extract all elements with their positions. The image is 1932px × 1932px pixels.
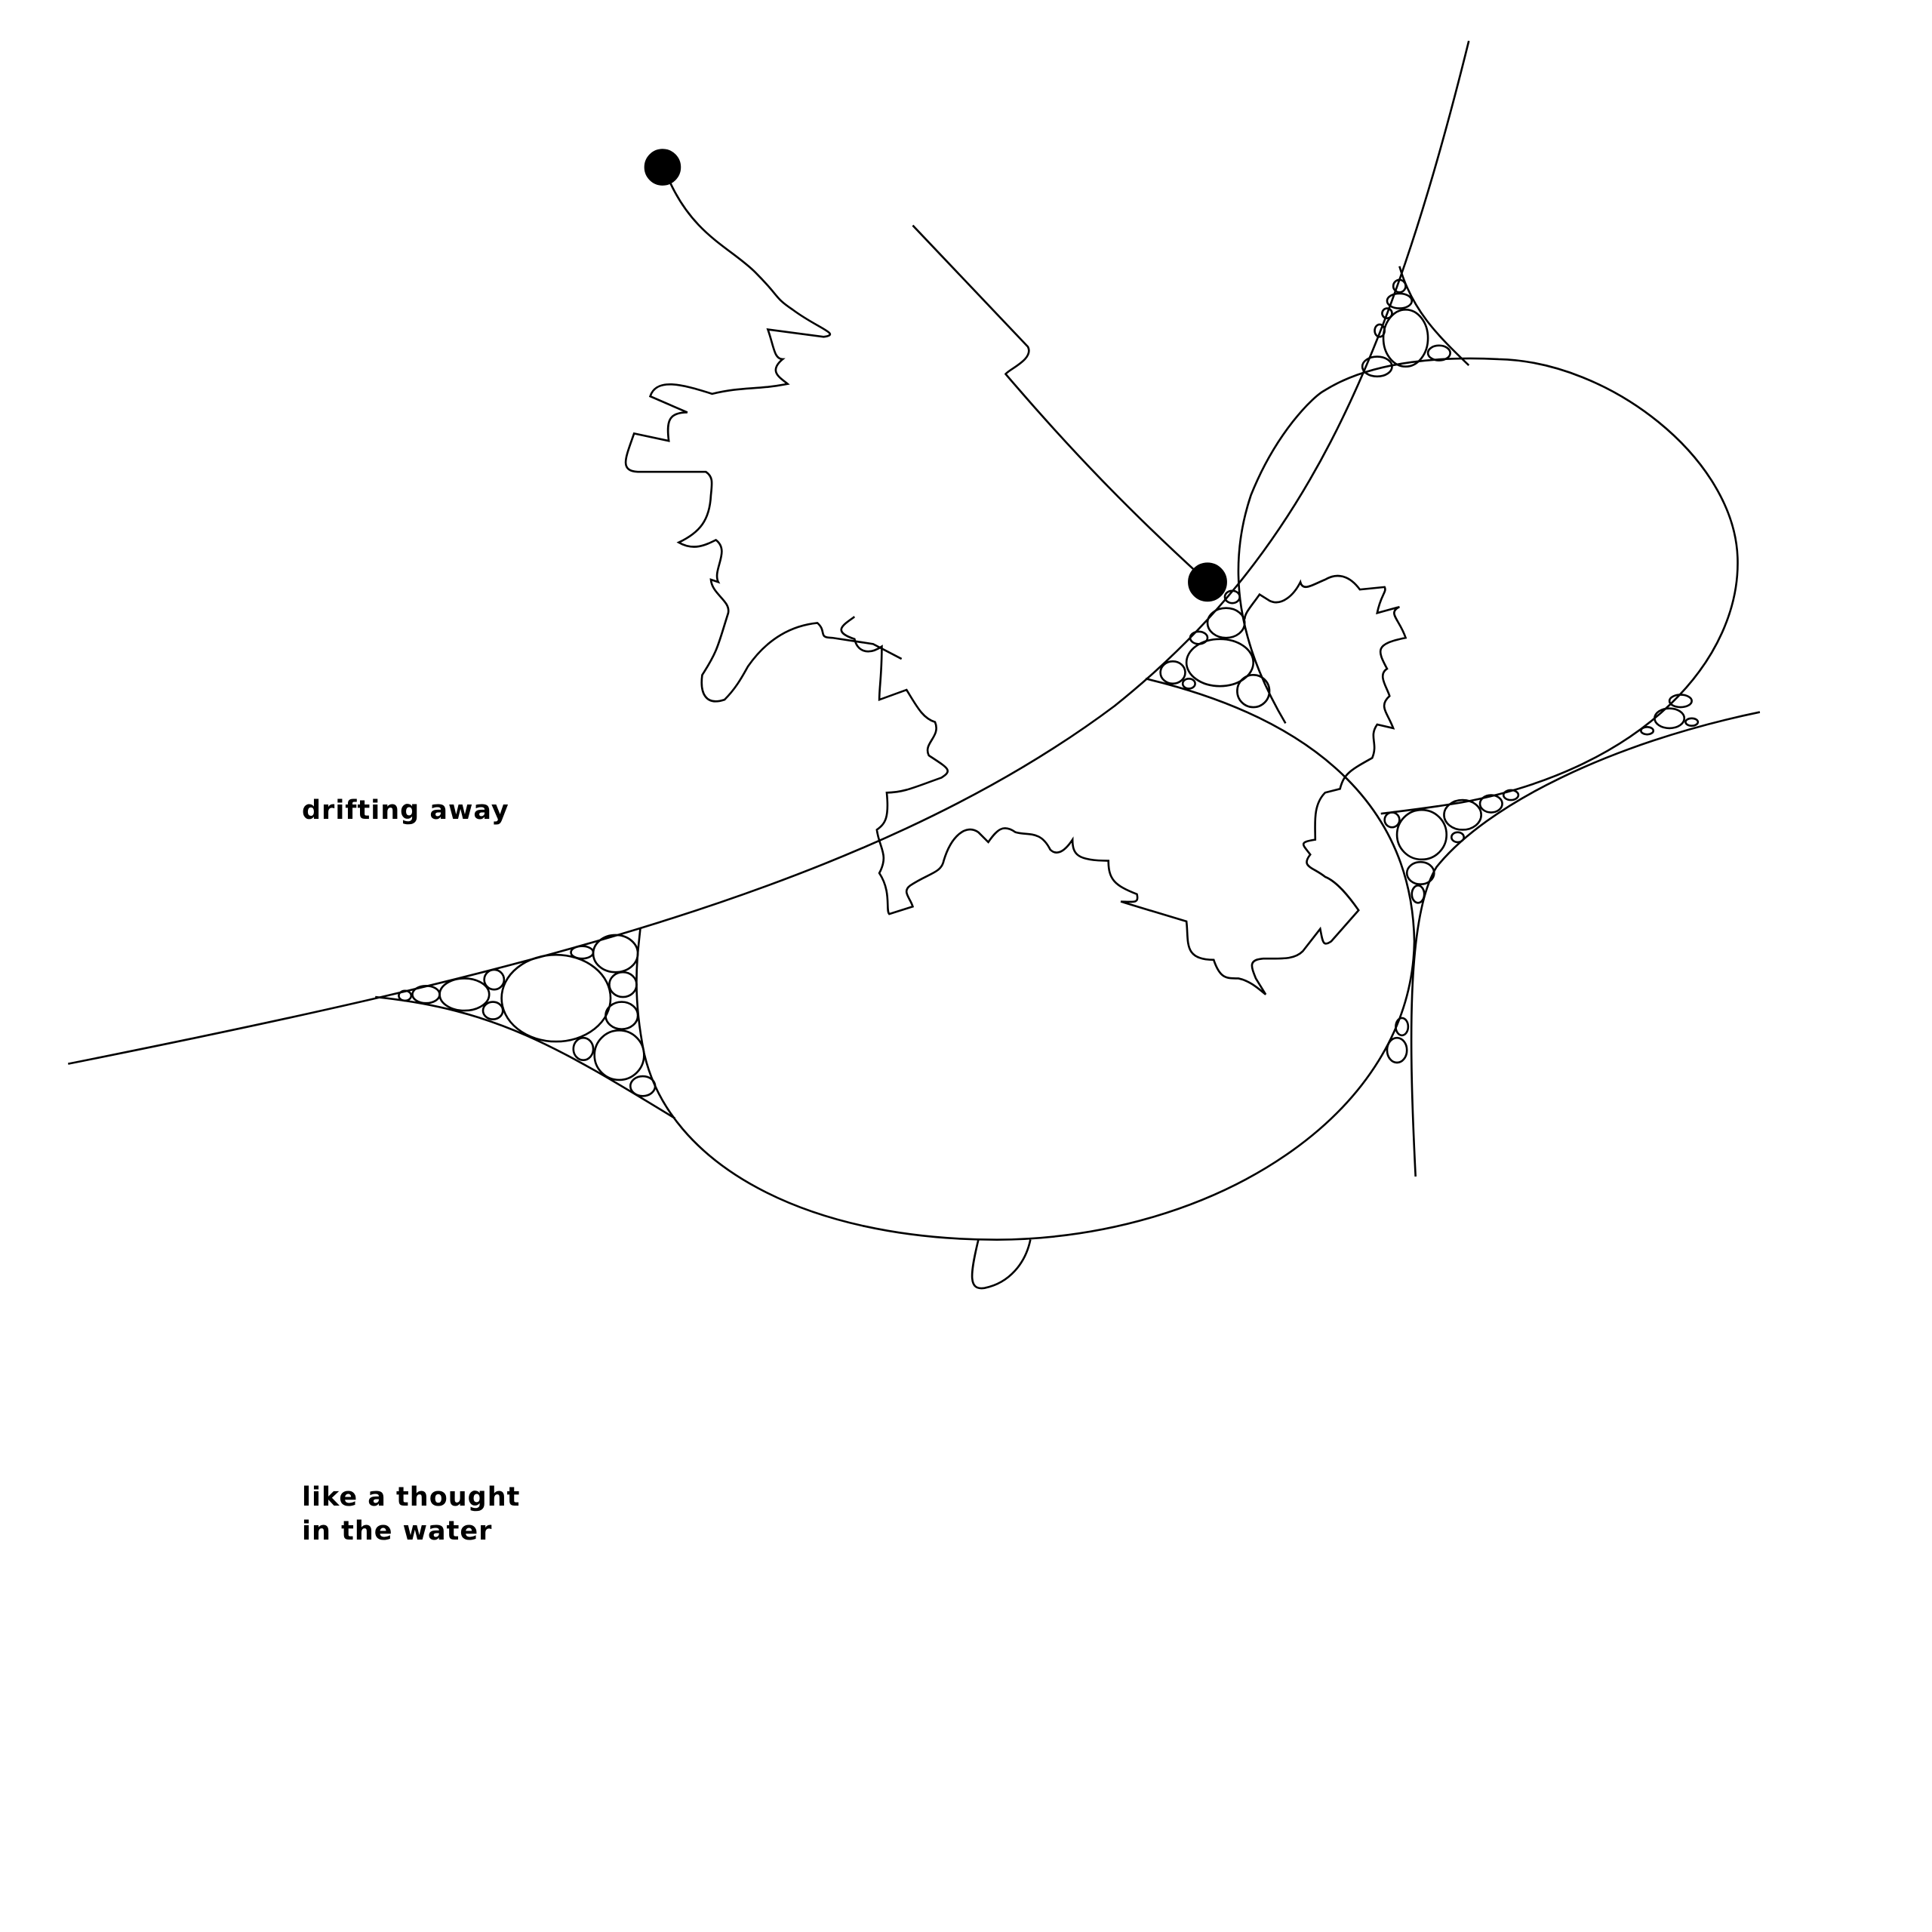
caption-line-1: like a thought <box>302 1482 521 1512</box>
straight-line <box>912 224 1208 583</box>
blob-upper-right <box>1237 357 1739 815</box>
blob-lower-left-edge <box>375 995 676 1119</box>
wandering-line-mid <box>840 574 1407 995</box>
bubble-cluster-top-right <box>1361 278 1451 378</box>
upper-wedge <box>1398 266 1470 367</box>
caption-line-2: in the water <box>302 1516 493 1546</box>
dot-top <box>644 149 681 186</box>
caption-like-a-thought: like a thought in the water <box>302 1481 520 1549</box>
wandering-line-top <box>624 179 903 703</box>
bubble-cluster-center <box>1159 589 1271 709</box>
right-curve <box>1410 711 1761 1177</box>
blob-lower <box>635 678 1416 1241</box>
bubble-cluster-right <box>1383 694 1700 1064</box>
long-curve <box>67 40 1470 1065</box>
drop-shape <box>971 1239 1032 1290</box>
bubble-cluster-left <box>398 934 657 1097</box>
dot-center <box>1188 562 1227 602</box>
caption-drifting-away: drifting away <box>302 795 509 826</box>
